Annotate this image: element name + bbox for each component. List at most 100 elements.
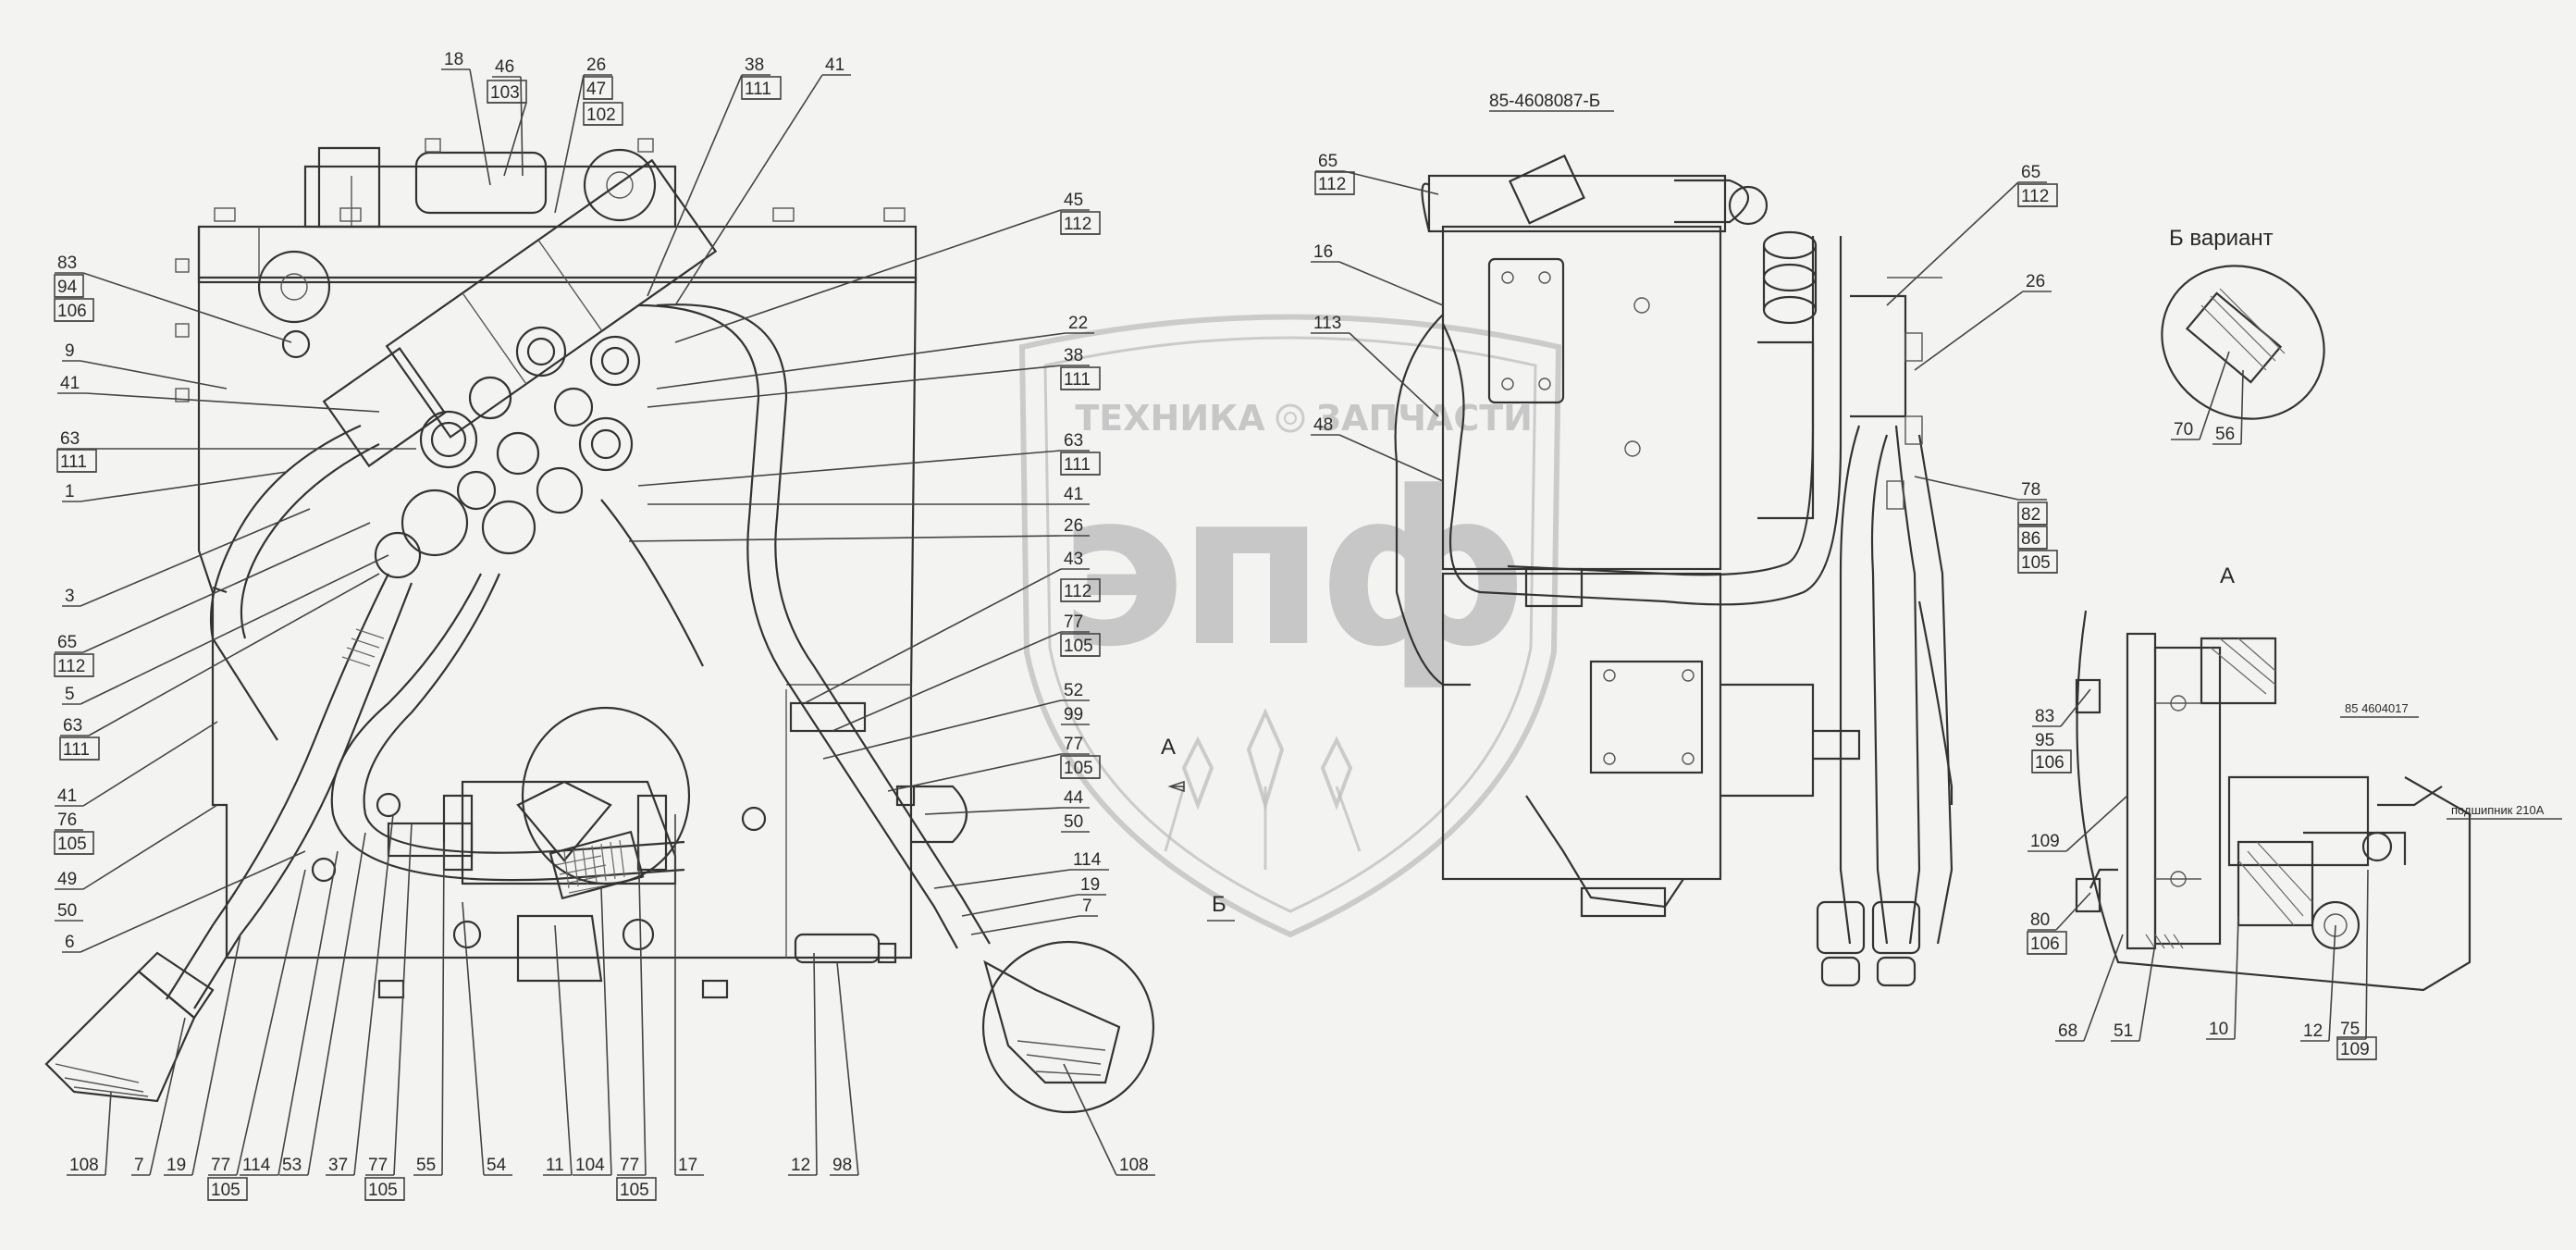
assembly-ref-label: 85-4608087-Б bbox=[1489, 92, 1600, 111]
callout-c38a: 38 bbox=[745, 56, 764, 75]
leader-line bbox=[554, 74, 585, 214]
callout-box bbox=[59, 736, 100, 761]
callout-box bbox=[2031, 749, 2072, 774]
top-pipe-fitting bbox=[414, 151, 548, 215]
callout-c26a: 26 bbox=[586, 56, 606, 75]
leader-line bbox=[2365, 869, 2369, 1040]
callout-c19b: 19 bbox=[166, 1156, 186, 1175]
leader-line bbox=[2055, 892, 2091, 931]
callout-c68: 68 bbox=[2058, 1021, 2077, 1041]
leader-line bbox=[2328, 924, 2336, 1042]
callout-c113: 113 bbox=[1313, 314, 1341, 333]
quick-coupler-right bbox=[981, 940, 1155, 1114]
callout-c65a: 65 bbox=[57, 633, 77, 652]
callout-c111c: 111 bbox=[63, 740, 90, 760]
callout-box bbox=[487, 80, 527, 104]
callout-box bbox=[2017, 183, 2058, 207]
leader-line bbox=[2234, 915, 2239, 1040]
callout-c98: 98 bbox=[832, 1156, 852, 1175]
callout-c109a: 109 bbox=[2030, 832, 2060, 851]
leader-line bbox=[469, 68, 491, 186]
leader-line bbox=[2060, 688, 2091, 727]
callout-c63a: 63 bbox=[60, 429, 80, 449]
callout-c9: 9 bbox=[65, 341, 75, 361]
callout-c86: 86 bbox=[2021, 529, 2040, 549]
callout-c106b: 106 bbox=[2035, 753, 2064, 773]
callout-c7b: 7 bbox=[134, 1156, 144, 1175]
callout-c12a: 12 bbox=[791, 1156, 810, 1175]
callout-c106a: 106 bbox=[57, 302, 87, 321]
leader-line bbox=[674, 74, 823, 306]
callout-c76: 76 bbox=[57, 811, 77, 830]
section-a-detail bbox=[2075, 610, 2471, 992]
leader-line bbox=[1349, 332, 1439, 417]
callout-c41c: 41 bbox=[57, 786, 77, 806]
leader-line bbox=[2240, 369, 2244, 445]
callout-box bbox=[54, 831, 94, 855]
callout-c47: 47 bbox=[586, 80, 606, 99]
callout-c26b: 26 bbox=[1064, 516, 1083, 536]
variant-b-detail bbox=[2161, 265, 2325, 420]
callout-c65c: 65 bbox=[2021, 163, 2040, 182]
callout-c77c: 77 bbox=[211, 1156, 230, 1175]
flange-bolts bbox=[175, 138, 906, 402]
callout-c114b: 114 bbox=[242, 1156, 271, 1175]
view-labels: А Б Б вариант А 85-4608087-Б 85 4604017 … bbox=[1161, 92, 2562, 922]
wheat-emblem bbox=[1181, 708, 1353, 811]
callout-box bbox=[1060, 633, 1101, 657]
hydraulic-hoses bbox=[166, 303, 991, 1009]
leader-line bbox=[2083, 934, 2124, 1042]
callout-c83a: 83 bbox=[57, 254, 77, 273]
callout-c105e: 105 bbox=[368, 1181, 398, 1200]
watermark-text-right: ЗАПЧАСТИ bbox=[1316, 398, 1533, 439]
leader-line bbox=[628, 535, 1062, 542]
leader-line bbox=[647, 365, 1062, 408]
callout-c43: 43 bbox=[1064, 550, 1083, 569]
leader-line bbox=[970, 915, 1080, 935]
callout-box bbox=[1060, 211, 1101, 235]
leader-line bbox=[80, 850, 306, 953]
callout-c44: 44 bbox=[1064, 788, 1084, 808]
leader-line bbox=[353, 813, 394, 1176]
leader-line bbox=[2138, 943, 2156, 1042]
callout-c78: 78 bbox=[2021, 480, 2040, 500]
callout-box bbox=[364, 1177, 405, 1201]
section-a-title: А bbox=[2220, 563, 2235, 588]
bearing-label: подшипник 210А bbox=[2451, 803, 2545, 817]
callout-c105d: 105 bbox=[211, 1181, 240, 1200]
leader-line bbox=[149, 1017, 186, 1176]
view-b-circle bbox=[981, 940, 1155, 1114]
leader-line bbox=[832, 631, 1062, 732]
callout-c114a: 114 bbox=[1073, 850, 1102, 870]
watermark-shield: ТЕХНИКА ЗАПЧАСТИ эпф bbox=[1018, 314, 1562, 938]
callout-c3: 3 bbox=[65, 587, 75, 606]
leader-line bbox=[80, 360, 228, 390]
callout-c16: 16 bbox=[1313, 242, 1333, 262]
callout-c41a: 41 bbox=[825, 56, 844, 75]
leader-line bbox=[961, 894, 1078, 917]
gear-pump bbox=[311, 706, 691, 983]
callout-c12b: 12 bbox=[2303, 1021, 2323, 1041]
callout-c17: 17 bbox=[678, 1156, 697, 1175]
tank-body bbox=[197, 227, 918, 959]
leader-line bbox=[80, 471, 288, 502]
leader-line bbox=[1914, 291, 2024, 371]
leader-line bbox=[804, 568, 1062, 704]
callout-box bbox=[583, 76, 613, 100]
callout-c53: 53 bbox=[282, 1156, 302, 1175]
callout-c108b: 108 bbox=[1119, 1156, 1149, 1175]
leader-line bbox=[82, 522, 371, 653]
callout-c48: 48 bbox=[1313, 415, 1333, 435]
leader-line bbox=[674, 209, 1062, 343]
callout-c49: 49 bbox=[57, 870, 77, 889]
callout-c95: 95 bbox=[2035, 731, 2054, 750]
leader-line bbox=[554, 924, 573, 1176]
leader-line bbox=[82, 804, 218, 890]
callout-c18: 18 bbox=[444, 50, 463, 69]
leader-line bbox=[836, 961, 859, 1176]
leader-line bbox=[307, 832, 366, 1176]
corrugated-sleeves bbox=[341, 628, 616, 894]
callout-c56: 56 bbox=[2215, 425, 2235, 444]
callout-c63c: 63 bbox=[1064, 431, 1083, 451]
